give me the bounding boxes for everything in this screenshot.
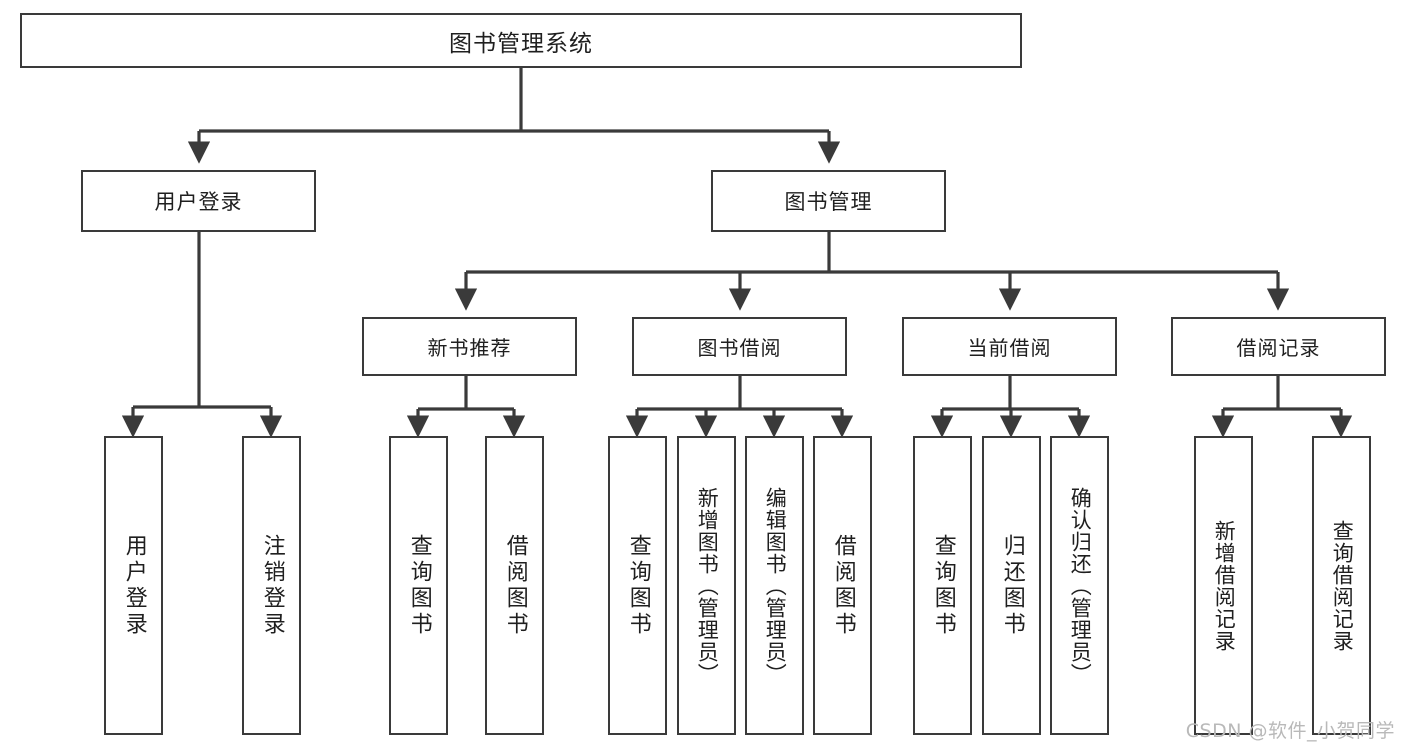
leaf-label: 借阅图书 — [502, 533, 528, 638]
leaf-new-book-borrow[interactable]: 借阅图书 — [485, 436, 544, 735]
leaf-book-borrow-add[interactable]: 新增图书（管理员） — [677, 436, 736, 735]
leaf-book-borrow-borrow[interactable]: 借阅图书 — [813, 436, 872, 735]
node-root[interactable]: 图书管理系统 — [20, 13, 1022, 68]
node-user-login[interactable]: 用户登录 — [81, 170, 316, 232]
leaf-user-login-login[interactable]: 用户登录 — [104, 436, 163, 735]
leaf-user-login-logout[interactable]: 注销登录 — [242, 436, 301, 735]
leaf-label: 用户登录 — [121, 533, 147, 638]
leaf-label: 新增借阅记录 — [1212, 519, 1237, 652]
leaf-new-book-query[interactable]: 查询图书 — [389, 436, 448, 735]
leaf-label: 新增图书（管理员） — [695, 486, 720, 685]
leaf-borrow-record-add[interactable]: 新增借阅记录 — [1194, 436, 1253, 735]
leaf-label: 编辑图书（管理员） — [763, 486, 788, 685]
node-user-login-label: 用户登录 — [154, 190, 243, 214]
node-borrow-record-label: 借阅记录 — [1236, 336, 1321, 360]
leaf-borrow-record-query[interactable]: 查询借阅记录 — [1312, 436, 1371, 735]
node-book-manage[interactable]: 图书管理 — [711, 170, 946, 232]
node-root-label: 图书管理系统 — [449, 30, 593, 57]
leaf-label: 查询图书 — [625, 533, 651, 638]
leaf-label: 查询图书 — [406, 533, 432, 638]
node-new-book[interactable]: 新书推荐 — [362, 317, 577, 376]
leaf-current-borrow-query[interactable]: 查询图书 — [913, 436, 972, 735]
leaf-label: 查询借阅记录 — [1330, 519, 1355, 652]
node-borrow-record[interactable]: 借阅记录 — [1171, 317, 1386, 376]
node-new-book-label: 新书推荐 — [427, 336, 512, 360]
leaf-label: 查询图书 — [930, 533, 956, 638]
node-book-borrow[interactable]: 图书借阅 — [632, 317, 847, 376]
node-current-borrow-label: 当前借阅 — [967, 336, 1052, 360]
node-book-borrow-label: 图书借阅 — [697, 336, 782, 360]
leaf-label: 借阅图书 — [830, 533, 856, 638]
leaf-book-borrow-edit[interactable]: 编辑图书（管理员） — [745, 436, 804, 735]
leaf-label: 确认归还（管理员） — [1068, 486, 1093, 685]
leaf-label: 注销登录 — [259, 533, 285, 638]
leaf-book-borrow-query[interactable]: 查询图书 — [608, 436, 667, 735]
leaf-current-borrow-return[interactable]: 归还图书 — [982, 436, 1041, 735]
node-current-borrow[interactable]: 当前借阅 — [902, 317, 1117, 376]
leaf-label: 归还图书 — [999, 533, 1025, 638]
watermark: CSDN @软件_小贺同学 — [1185, 720, 1395, 742]
leaf-current-borrow-confirm[interactable]: 确认归还（管理员） — [1050, 436, 1109, 735]
node-book-manage-label: 图书管理 — [784, 190, 873, 214]
